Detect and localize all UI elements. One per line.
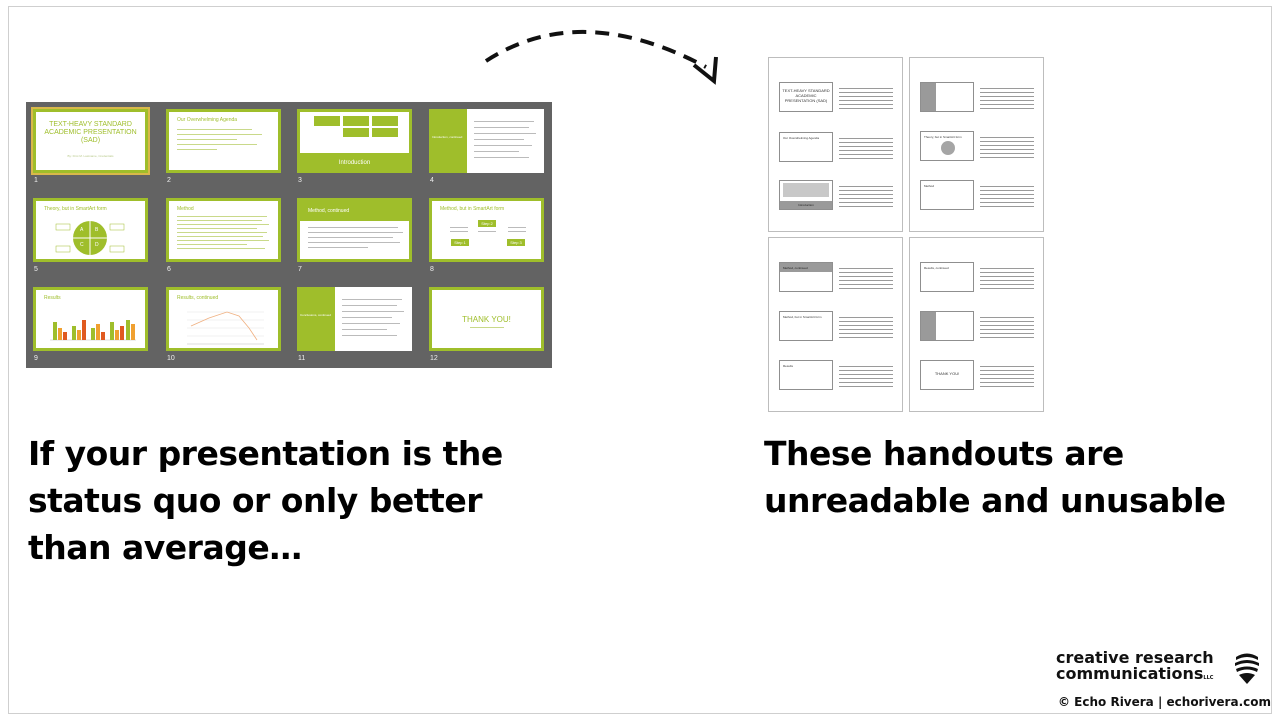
handout-slide-title: Our Overwhelming Agenda [783,136,820,140]
cycle-label: C [80,242,84,248]
handout-slide-title: Method, but in SmartArt form [783,315,822,319]
slide-thumbnail-8[interactable]: Method, but in SmartArt form Step 1 Step… [429,198,544,262]
slide-thumbnail-2[interactable]: Our Overwhelming Agenda [166,109,281,173]
slide-number: 2 [167,177,171,184]
slide-number: 8 [430,266,434,273]
line-chart-thumbnail [187,311,264,345]
handout-slide-title: Results [783,364,794,368]
handout-slide-title: TEXT-HEAVY STANDARD ACADEMIC PRESENTATIO… [782,88,830,103]
slide-title: THANK YOU! [462,315,511,324]
handout-page-2: Theory, but in SmartArt form Method [909,57,1044,232]
slide-title: Results [44,295,61,301]
slide-title: Introduction, continued [432,135,463,139]
slide-subtitle: By: First M. Lastname, Credentials [67,154,114,158]
slide-number: 11 [298,355,306,362]
curved-arrow-icon [484,30,718,85]
handout-slide: Method, continued [779,262,833,292]
step-box: Step 2 [478,220,496,227]
slide-number: 10 [167,355,175,362]
slide-number: 4 [430,177,434,184]
logo-line-2: communications [1056,664,1204,683]
handout-slide [920,82,974,112]
slide-title: Method, continued [308,208,350,214]
slide-frame [8,6,1272,714]
handout-slide-title: Method, continued [783,266,808,270]
slide-thumbnail-10[interactable]: Results, continued [166,287,281,351]
slide-number: 3 [298,177,302,184]
handout-pages: TEXT-HEAVY STANDARD ACADEMIC PRESENTATIO… [768,57,1046,413]
slide-number: 9 [34,355,38,362]
handout-slide-title: Introduction [780,201,832,209]
slide-title: Method [177,206,194,212]
step-box: Step 3 [507,239,525,246]
cycle-label: B [95,227,99,233]
lightbulb-icon [1235,653,1259,684]
logo-llc: LLC [1203,675,1214,681]
slide-number: 5 [34,266,38,273]
slide-thumbnail-4[interactable]: Introduction, continued [429,109,544,173]
slide-number: 6 [167,266,171,273]
logo-line-1: creative research [1056,648,1214,667]
handout-slide: Method [920,180,974,210]
cycle-diagram [55,221,125,255]
handout-slide: Our Overwhelming Agenda [779,132,833,162]
slide-thumbnail-1[interactable]: TEXT-HEAVY STANDARD ACADEMIC PRESENTATIO… [31,107,150,175]
slide-title: Conclusions, continued [300,313,332,317]
slide-title: Theory, but in SmartArt form [44,206,107,212]
slide-thumbnail-7[interactable]: Method, continued [297,198,412,262]
slide-sorter-panel: TEXT-HEAVY STANDARD ACADEMIC PRESENTATIO… [26,102,552,368]
handout-page-1: TEXT-HEAVY STANDARD ACADEMIC PRESENTATIO… [768,57,903,232]
handout-slide: Method, but in SmartArt form [779,311,833,341]
handout-slide: TEXT-HEAVY STANDARD ACADEMIC PRESENTATIO… [779,82,833,112]
step-box: Step 1 [451,239,469,246]
caption-right: These handouts are unreadable and unusab… [764,434,1226,520]
handout-page-4: Results, continued THANK YOU! [909,237,1044,412]
slide-thumbnail-6[interactable]: Method [166,198,281,262]
caption-left: If your presentation is the status quo o… [28,434,503,567]
cycle-label: D [95,242,99,248]
handout-slide: Results, continued [920,262,974,292]
handout-slide: THANK YOU! [920,360,974,390]
handout-slide: Results [779,360,833,390]
handout-slide-title: THANK YOU! [934,371,960,376]
handout-slide-title: Method [924,184,935,188]
handout-slide-title: Theory, but in SmartArt form [924,135,962,139]
slide-title: TEXT-HEAVY STANDARD ACADEMIC PRESENTATIO… [44,121,137,144]
slide-number: 1 [34,177,38,184]
bar-chart-thumbnail [50,320,136,341]
logo: creative research communicationsLLC [1056,650,1268,686]
credit-text: © Echo Rivera | echorivera.com [1058,695,1271,709]
handout-page-3: Method, continued Method, but in SmartAr… [768,237,903,412]
slide-title: Introduction [300,153,409,170]
slide-thumbnail-3[interactable]: Introduction [297,109,412,173]
slide-thumbnail-9[interactable]: Results [33,287,148,351]
slide-number: 7 [298,266,302,273]
slide-title: Results, continued [177,295,219,301]
handout-slide [920,311,974,341]
handout-slide: Theory, but in SmartArt form [920,131,974,161]
handout-slide-title: Results, continued [924,266,949,270]
slide-number: 12 [430,355,438,362]
handout-slide: Introduction [779,180,833,210]
slide-title: Our Overwhelming Agenda [177,117,238,123]
slide-thumbnail-12[interactable]: THANK YOU! [429,287,544,351]
cycle-label: A [80,227,84,233]
slide-thumbnail-11[interactable]: Conclusions, continued [297,287,412,351]
slide-thumbnail-5[interactable]: Theory, but in SmartArt form A B C D [33,198,148,262]
slide-title: Method, but in SmartArt form [440,206,505,212]
